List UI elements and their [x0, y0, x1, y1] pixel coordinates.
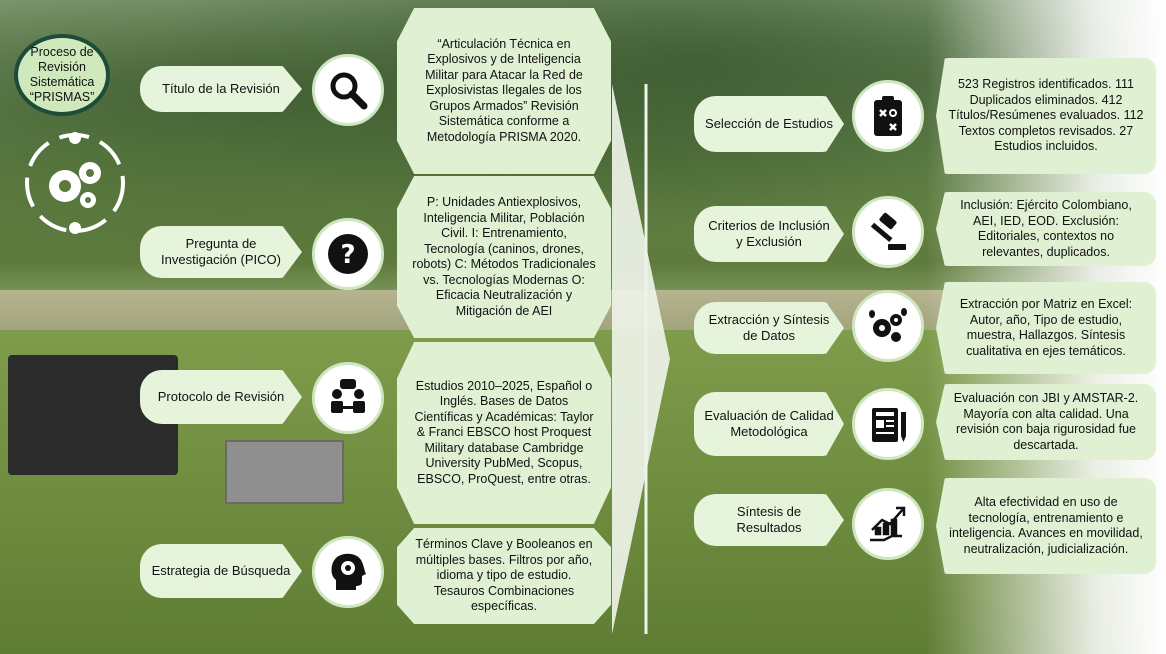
head-gear-icon	[312, 536, 384, 608]
step-desc-protocolo: Estudios 2010–2025, Español o Inglés. Ba…	[397, 342, 611, 524]
gavel-icon	[852, 196, 924, 268]
step-desc-criterios: Inclusión: Ejército Colombiano, AEI, IED…	[936, 192, 1156, 266]
step-label-seleccion: Selección de Estudios	[694, 96, 844, 152]
gears-bulb-icon	[852, 290, 924, 362]
report-pencil-icon	[852, 388, 924, 460]
step-desc-estrategia: Términos Clave y Booleanos en múltiples …	[397, 528, 611, 624]
step-label-extraccion: Extracción y Síntesis de Datos	[694, 302, 844, 354]
diagram-title: Proceso de Revisión Sistemática “PRISMAS…	[14, 34, 110, 116]
flow-arrow	[612, 84, 670, 634]
meeting-icon	[312, 362, 384, 434]
step-label-sintesis: Síntesis de Resultados	[694, 494, 844, 546]
step-label-protocolo: Protocolo de Revisión	[140, 370, 302, 424]
step-label-pregunta: Pregunta de Investigación (PICO)	[140, 226, 302, 278]
question-icon: ?	[312, 218, 384, 290]
step-label-evaluacion: Evaluación de Calidad Metodológica	[694, 392, 844, 456]
step-desc-sintesis: Alta efectividad en uso de tecnología, e…	[936, 478, 1156, 574]
step-desc-pregunta: P: Unidades Antiexplosivos, Inteligencia…	[397, 176, 611, 338]
growth-chart-icon	[852, 488, 924, 560]
step-label-titulo: Título de la Revisión	[140, 66, 302, 112]
svg-text:?: ?	[340, 240, 355, 270]
clipboard-strategy-icon	[852, 80, 924, 152]
step-desc-seleccion: 523 Registros identificados. 111 Duplica…	[936, 58, 1156, 174]
metal-case	[225, 440, 344, 504]
gears-decoration-icon	[25, 132, 125, 234]
magnifier-icon	[312, 54, 384, 126]
step-label-estrategia: Estrategia de Búsqueda	[140, 544, 302, 598]
step-desc-titulo: “Articulación Técnica en Explosivos y de…	[397, 8, 611, 174]
step-desc-extraccion: Extracción por Matriz en Excel: Autor, a…	[936, 282, 1156, 374]
step-label-criterios: Criterios de Inclusión y Exclusión	[694, 206, 844, 262]
step-desc-evaluacion: Evaluación con JBI y AMSTAR-2. Mayoría c…	[936, 384, 1156, 460]
